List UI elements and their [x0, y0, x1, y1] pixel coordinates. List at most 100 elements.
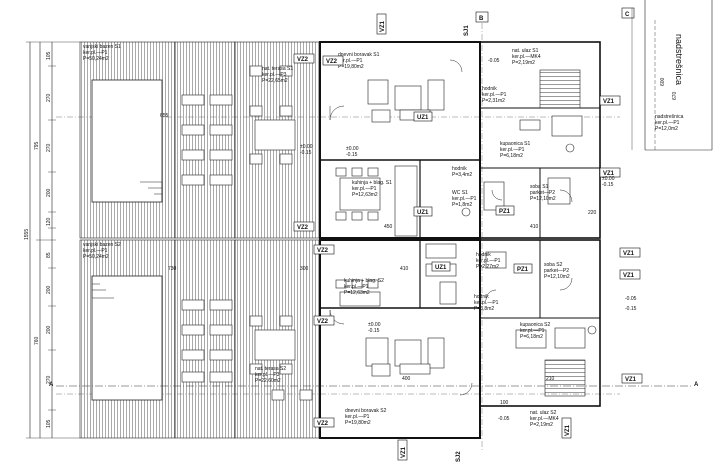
kitchen-furniture — [335, 165, 457, 307]
bathroom-fixtures — [461, 115, 597, 349]
hodnik-2-name: hodnik — [452, 166, 467, 172]
canopy-dim-2: 670 — [672, 91, 678, 100]
dnevni-s1-area: P=19,80m2 — [338, 64, 364, 70]
tag-vz2-f: VZ2 — [317, 421, 329, 427]
kuhinja-s1-name: kuhinja + blag. S1 — [352, 180, 392, 186]
tag-vz1-h: VZ1 — [565, 424, 571, 436]
dim-left-7: 200 — [46, 285, 52, 294]
hodnik-3-name: hodnik — [476, 252, 491, 258]
dim-mid-2: 730 — [168, 266, 177, 272]
level-1b: -0.15 — [346, 152, 358, 158]
tag-vz2-a: VZ2 — [297, 57, 309, 63]
dim-left-outer-3: 760 — [34, 336, 40, 345]
kupaonica-s2-name: kupaonica S2 — [520, 322, 551, 328]
dnevni-s1-floor: ker.pl.—P1 — [338, 58, 363, 64]
level-3a: ±0.00 — [368, 322, 381, 328]
terrace-s2: vanjski bazen S2 ker.pl.—P1 P=50,24m2 — [79, 239, 321, 439]
dnevni-s2-floor: ker.pl.—P1 — [345, 414, 370, 420]
dnevni-s2-name: dnevni boravak S2 — [345, 408, 387, 414]
dim-mid-1: 655 — [160, 113, 169, 119]
tag-vz1-d: VZ1 — [623, 273, 635, 279]
terrace-s1: vanjski bazen S1 ker.pl.—P1 P=50,24m2 — [79, 41, 321, 239]
terrace-dining-s1 — [249, 65, 296, 165]
level-1a: ±0.00 — [346, 146, 359, 152]
level-4a: ±0.00 — [602, 176, 615, 182]
terrace-s2-name: vanjski bazen S2 — [83, 242, 121, 248]
terrace-s2-area: P=50,24m2 — [83, 254, 109, 260]
soba-s1-name: soba S1 — [530, 184, 549, 190]
tag-vz1-g: VZ1 — [401, 446, 407, 458]
kuhinja-s2-area: P=12,63m2 — [344, 290, 370, 296]
section-mark-a-left: A — [49, 382, 54, 388]
level-markers: ±0.00 -0.15 ±0.00 -0.15 ±0.00 -0.15 ±0.0… — [300, 58, 637, 422]
terrace-s1-floor: ker.pl.—P1 — [83, 50, 108, 56]
doors — [329, 59, 573, 396]
dim-mid-6: 410 — [530, 224, 539, 230]
dim-left-2: 270 — [46, 93, 52, 102]
soba-s2-floor: parket—P2 — [544, 268, 569, 274]
hodnik-1-area: P=2,31m2 — [482, 98, 505, 104]
wc-s1-area: P=1,8m2 — [452, 202, 472, 208]
section-sj2: SJ2 — [456, 451, 462, 462]
wc-s1-floor: ker.pl.—P1 — [452, 196, 477, 202]
building-walls — [319, 41, 601, 439]
terrace-s1-area: P=50,24m2 — [83, 56, 109, 62]
soba-s2-area: P=12,10m2 — [544, 274, 570, 280]
tag-vz2-d: VZ2 — [317, 248, 329, 254]
hodnik-4-floor: ker.pl.—P1 — [474, 300, 499, 306]
ulaz-s1-floor: ker.pl.—MK4 — [512, 54, 541, 60]
kupaonica-s2-area: P=6,18m2 — [520, 334, 543, 340]
section-mark-b: B — [479, 16, 484, 22]
dim-left-4: 200 — [46, 188, 52, 197]
tag-vz1-c: VZ1 — [623, 251, 635, 257]
tag-pz1-a: PZ1 — [499, 209, 511, 215]
tag-vz1-a: VZ1 — [603, 99, 615, 105]
level-2b: -0.15 — [300, 150, 312, 156]
krov-s1-area: P=22,65m2 — [262, 78, 288, 84]
ulaz-s2-area: P=2,19m2 — [530, 422, 553, 428]
tag-uz1-c: UZ1 — [435, 265, 447, 271]
tag-vz1-e: VZ1 — [625, 377, 637, 383]
hodnik-4-area: P=3,8m2 — [474, 306, 494, 312]
soba-s1-floor: parket—P2 — [530, 190, 555, 196]
tag-uz1-b: UZ1 — [417, 210, 429, 216]
tag-vz1-b: VZ1 — [603, 171, 615, 177]
hodnik-1-name: hodnik — [482, 86, 497, 92]
krov-s1-name: nat. terasa S1 — [262, 66, 293, 72]
tag-vz2-b: VZ2 — [326, 59, 338, 65]
hodnik-1-floor: ker.pl.—P1 — [482, 92, 507, 98]
wc-s1-name: WC S1 — [452, 190, 468, 196]
dim-left-8: 200 — [46, 325, 52, 334]
kuhinja-s2-name: kuhinja + blag. S2 — [344, 278, 384, 284]
canopy-detail: nadstrešnica 600 670 nadstrešnica ker.pl… — [631, 0, 713, 151]
kupaonica-s1-name: kupaonica S1 — [500, 141, 531, 147]
canopy-area: P=12,0m2 — [655, 126, 678, 132]
dimension-chain-left: 795 1555 760 105 270 270 200 120 85 200 … — [24, 41, 80, 439]
krov-s2-area: P=22,60m2 — [255, 378, 281, 384]
krov-s2-floor: ker.pl.—P3 — [255, 372, 280, 378]
dim-left-outer-1: 795 — [34, 141, 40, 150]
tag-uz1-a: UZ1 — [417, 115, 429, 121]
dnevni-s2-area: P=19,80m2 — [345, 420, 371, 426]
dim-left-outer-2: 1555 — [24, 229, 30, 240]
soba-s2-name: soba S2 — [544, 262, 563, 268]
room-labels: dnevni boravak S1 ker.pl.—P1 P=19,80m2 d… — [338, 48, 570, 428]
dim-mid-5: 410 — [400, 266, 409, 272]
dim-left-3: 270 — [46, 143, 52, 152]
hodnik-3-area: P=2,27m2 — [476, 264, 499, 270]
canopy-dim-1: 600 — [660, 77, 666, 86]
level-2a: ±0.00 — [300, 144, 313, 150]
dim-left-10: 105 — [46, 419, 52, 428]
ulaz-s2-floor: ker.pl.—MK4 — [530, 416, 559, 422]
soba-s1-area: P=12,10m2 — [530, 196, 556, 202]
krov-s2-name: nat. terasa S2 — [255, 366, 286, 372]
dim-left-6: 85 — [46, 252, 52, 258]
level-7a: -0.05 — [498, 416, 510, 422]
canopy-floor: ker.pl.—P1 — [655, 120, 680, 126]
level-5b: -0.15 — [625, 306, 637, 312]
kuhinja-s2-floor: ker.pl.—P1 — [344, 284, 369, 290]
stair-s1 — [539, 69, 581, 109]
kuhinja-s1-floor: ker.pl.—P1 — [352, 186, 377, 192]
dim-mid-9: 210 — [546, 376, 555, 382]
